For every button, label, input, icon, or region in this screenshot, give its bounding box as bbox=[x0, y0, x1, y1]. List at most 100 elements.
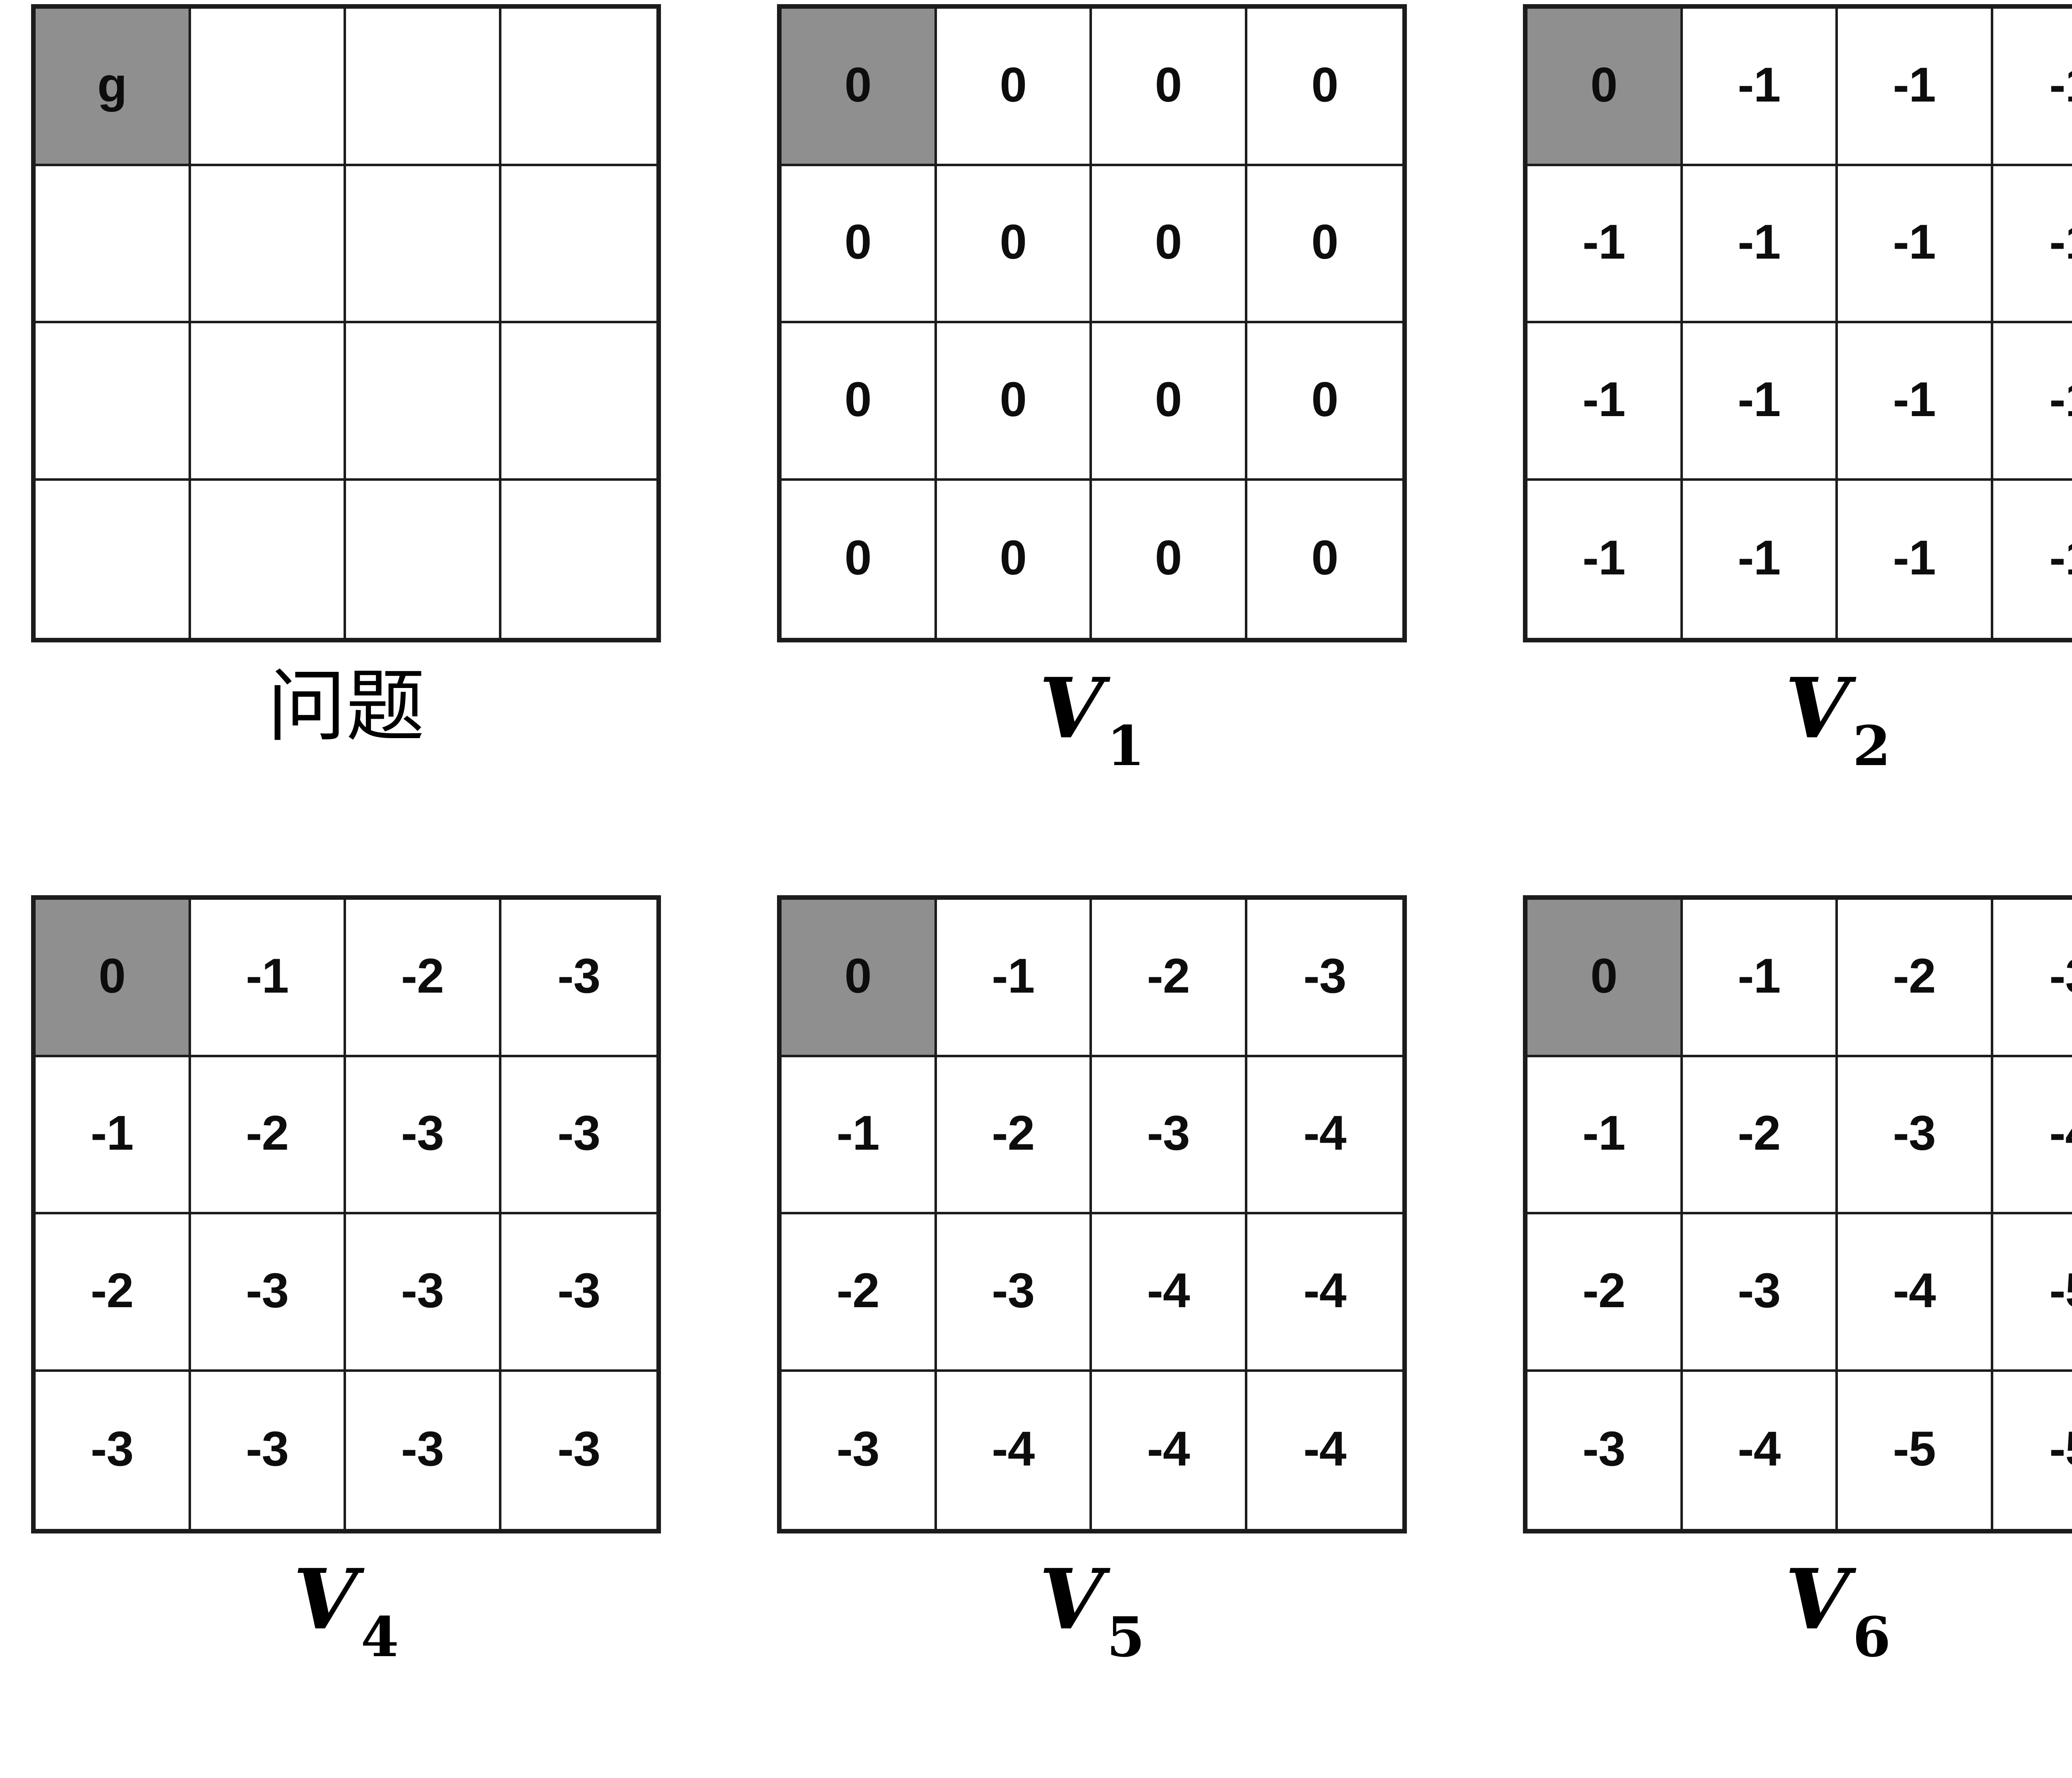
terminal-cell: 0 bbox=[1527, 900, 1683, 1057]
terminal-cell: g bbox=[36, 9, 191, 166]
value-cell: -2 bbox=[1838, 900, 1993, 1057]
panel-label-base: V bbox=[293, 1551, 357, 1648]
value-cell: -1 bbox=[1527, 1057, 1683, 1215]
value-cell: -1 bbox=[1683, 900, 1838, 1057]
value-cell: -4 bbox=[1247, 1057, 1403, 1215]
value-cell: -1 bbox=[1683, 481, 1838, 638]
value-cell: -4 bbox=[937, 1372, 1092, 1529]
value-cell: -2 bbox=[1092, 900, 1247, 1057]
value-cell: -3 bbox=[191, 1214, 346, 1372]
value-cell: -1 bbox=[1527, 323, 1683, 481]
panel-label-subscript: 5 bbox=[1107, 1605, 1145, 1669]
value-cell bbox=[191, 481, 346, 638]
terminal-cell: 0 bbox=[36, 900, 191, 1057]
value-cell: -1 bbox=[1527, 481, 1683, 638]
value-cell: -1 bbox=[1993, 323, 2072, 481]
value-cell: -5 bbox=[1993, 1372, 2072, 1529]
value-cell: -1 bbox=[1683, 166, 1838, 324]
value-cell: 0 bbox=[1247, 323, 1403, 481]
value-cell: 0 bbox=[937, 323, 1092, 481]
value-cell: 0 bbox=[937, 166, 1092, 324]
value-grid-v4: 0-1-2-3-1-2-3-3-2-3-3-3-3-3-3-3 bbox=[31, 895, 661, 1533]
panel-label-v4: V4 bbox=[31, 1558, 661, 1654]
value-cell bbox=[501, 481, 657, 638]
value-cell: -3 bbox=[1993, 900, 2072, 1057]
value-cell: 0 bbox=[1092, 481, 1247, 638]
value-cell: -2 bbox=[191, 1057, 346, 1215]
value-cell: -3 bbox=[937, 1214, 1092, 1372]
value-cell: -2 bbox=[937, 1057, 1092, 1215]
value-cell: -1 bbox=[1838, 166, 1993, 324]
value-cell: -5 bbox=[1993, 1214, 2072, 1372]
panel-label-v6: V6 bbox=[1523, 1558, 2072, 1654]
value-cell: -3 bbox=[501, 1214, 657, 1372]
panel-label-v1: V1 bbox=[777, 667, 1407, 763]
value-cell: 0 bbox=[1247, 166, 1403, 324]
grid-panel-v6: 0-1-2-3-1-2-3-4-2-3-4-5-3-4-5-5V6 bbox=[1523, 895, 2072, 1778]
value-cell: -1 bbox=[191, 900, 346, 1057]
value-cell: -2 bbox=[36, 1214, 191, 1372]
panel-label-problem: 问题 bbox=[31, 667, 661, 746]
value-cell: -1 bbox=[1838, 323, 1993, 481]
value-cell: 0 bbox=[937, 481, 1092, 638]
value-cell bbox=[346, 481, 501, 638]
terminal-cell: 0 bbox=[782, 900, 937, 1057]
value-cell: 0 bbox=[1247, 9, 1403, 166]
value-cell: -1 bbox=[36, 1057, 191, 1215]
value-cell: -4 bbox=[1993, 1057, 2072, 1215]
value-cell: -1 bbox=[1683, 9, 1838, 166]
panel-label-subscript: 1 bbox=[1107, 714, 1145, 778]
value-cell: -3 bbox=[1527, 1372, 1683, 1529]
value-cell: -3 bbox=[36, 1372, 191, 1529]
panel-label-subscript: 2 bbox=[1853, 714, 1891, 778]
value-cell: -1 bbox=[1838, 9, 1993, 166]
value-cell bbox=[346, 166, 501, 324]
value-cell: 0 bbox=[1092, 166, 1247, 324]
value-cell bbox=[36, 481, 191, 638]
grid-panel-problem: g 问题 bbox=[31, 4, 661, 887]
value-cell: 0 bbox=[937, 9, 1092, 166]
value-cell: 0 bbox=[782, 323, 937, 481]
value-grid-v6: 0-1-2-3-1-2-3-4-2-3-4-5-3-4-5-5 bbox=[1523, 895, 2072, 1533]
value-cell: -4 bbox=[1092, 1372, 1247, 1529]
value-cell: -4 bbox=[1838, 1214, 1993, 1372]
grid-panel-v2: 0-1-1-1-1-1-1-1-1-1-1-1-1-1-1-1V2 bbox=[1523, 4, 2072, 887]
panel-label-v5: V5 bbox=[777, 1558, 1407, 1654]
value-cell: -1 bbox=[1993, 9, 2072, 166]
panel-label-base: V bbox=[1039, 1551, 1103, 1648]
value-cell: -3 bbox=[1683, 1214, 1838, 1372]
value-cell: -3 bbox=[501, 900, 657, 1057]
value-cell: -1 bbox=[1838, 481, 1993, 638]
panel-label-v2: V2 bbox=[1523, 667, 2072, 763]
value-cell: -3 bbox=[1092, 1057, 1247, 1215]
value-cell: 0 bbox=[1092, 9, 1247, 166]
value-cell bbox=[191, 166, 346, 324]
value-cell bbox=[36, 323, 191, 481]
value-cell: -1 bbox=[1993, 481, 2072, 638]
value-cell: -5 bbox=[1838, 1372, 1993, 1529]
value-cell: -4 bbox=[1247, 1214, 1403, 1372]
value-cell: -4 bbox=[1092, 1214, 1247, 1372]
value-cell: -3 bbox=[346, 1057, 501, 1215]
value-cell: -1 bbox=[782, 1057, 937, 1215]
panel-label-subscript: 6 bbox=[1853, 1605, 1891, 1669]
panel-label-base: V bbox=[1785, 1551, 1849, 1648]
value-cell bbox=[191, 323, 346, 481]
value-grid-v2: 0-1-1-1-1-1-1-1-1-1-1-1-1-1-1-1 bbox=[1523, 4, 2072, 642]
value-cell: -3 bbox=[1838, 1057, 1993, 1215]
value-cell bbox=[346, 323, 501, 481]
value-cell: -1 bbox=[1993, 166, 2072, 324]
value-grid-v5: 0-1-2-3-1-2-3-4-2-3-4-4-3-4-4-4 bbox=[777, 895, 1407, 1533]
value-cell: -3 bbox=[346, 1372, 501, 1529]
value-cell bbox=[191, 9, 346, 166]
value-cell bbox=[501, 166, 657, 324]
value-cell bbox=[501, 9, 657, 166]
value-cell: -3 bbox=[501, 1372, 657, 1529]
value-cell: -2 bbox=[1683, 1057, 1838, 1215]
panel-label-base: V bbox=[1039, 660, 1103, 757]
